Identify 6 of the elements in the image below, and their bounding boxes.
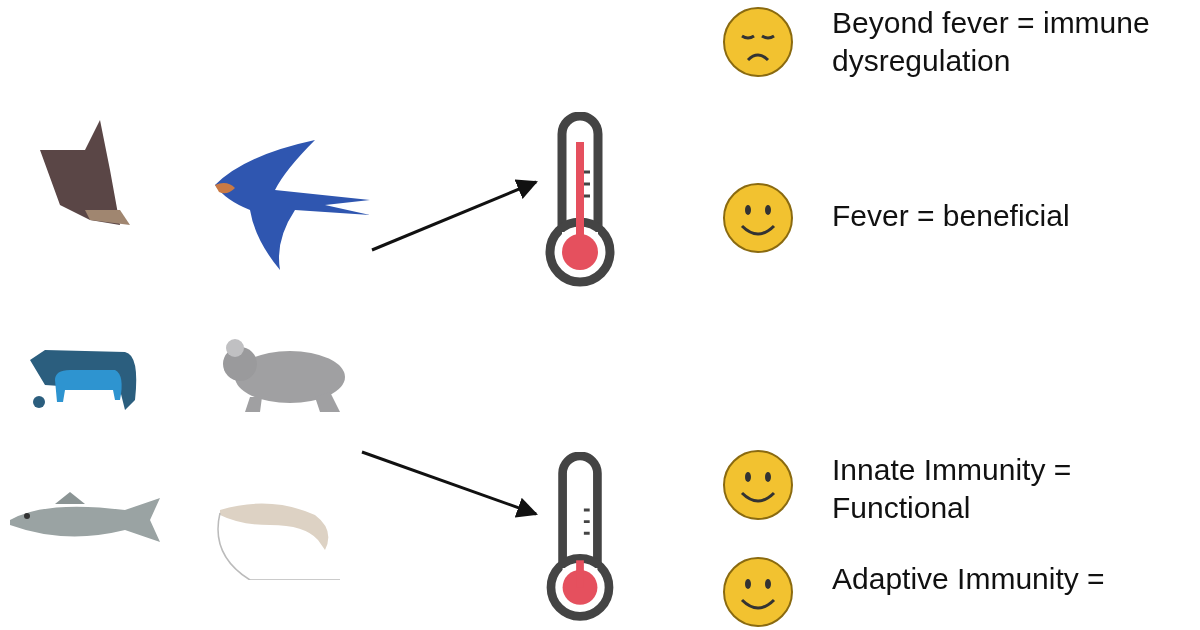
arrow [371, 179, 538, 252]
outcome-text: Beyond fever = immune dysregulation [832, 5, 1151, 79]
outcome-text: Fever = beneficial [832, 198, 1071, 234]
arrow [361, 450, 538, 518]
outcome-text: Innate Immunity = Functional [832, 452, 1073, 526]
outcome-text: Adaptive Immunity = [832, 561, 1106, 597]
